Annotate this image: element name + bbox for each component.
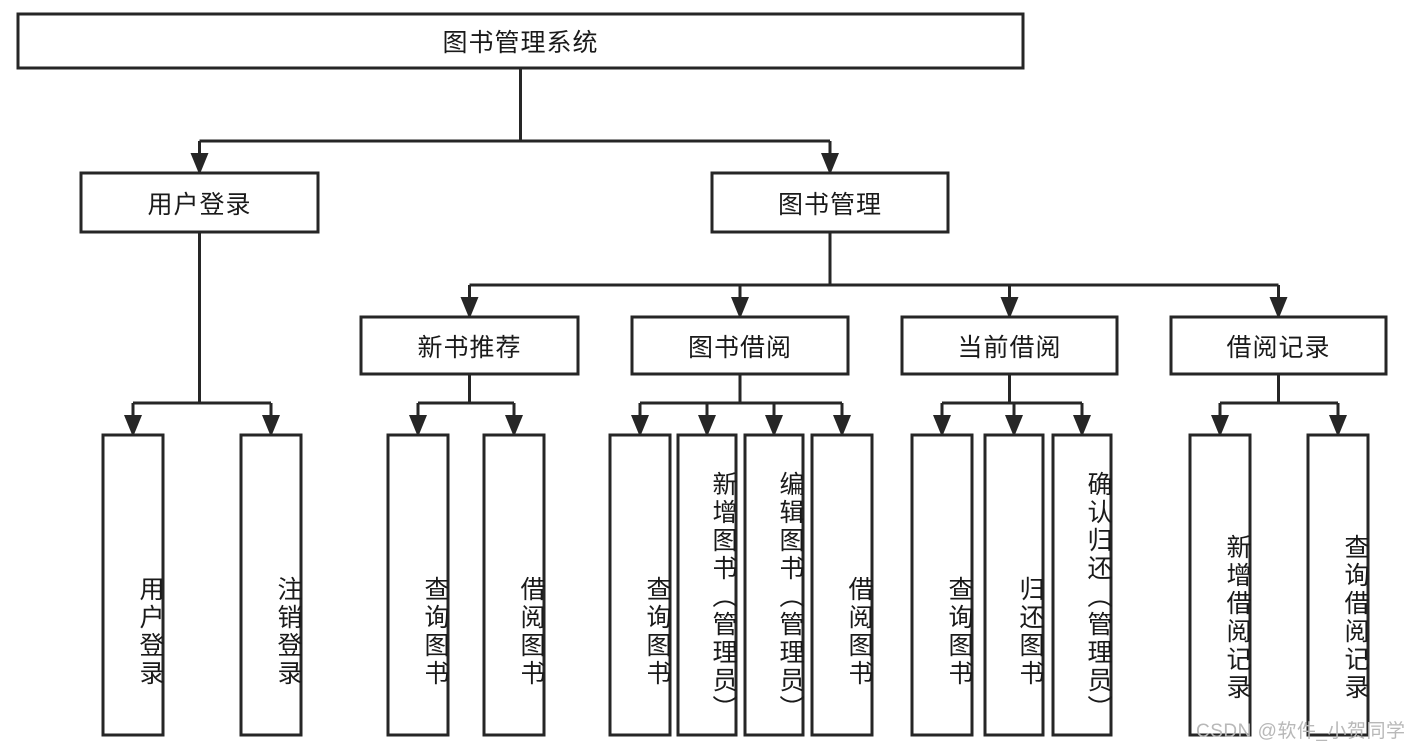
node-box-leaf-borrow-book-2[interactable] (810, 433, 874, 737)
arrow-icon-leaf-query-record (1329, 415, 1347, 437)
arrow-icon-leaf-user-logout (262, 415, 280, 437)
node-box-current-borrow[interactable] (900, 315, 1119, 376)
arrow-icon-leaf-user-login (124, 415, 142, 437)
node-box-book-manage[interactable] (710, 171, 950, 234)
node-box-leaf-add-record[interactable] (1188, 433, 1252, 737)
node-box-leaf-add-book[interactable] (676, 433, 738, 737)
node-box-leaf-borrow-book-1[interactable] (482, 433, 546, 737)
arrow-icon-leaf-query-book-1 (409, 415, 427, 437)
arrow-icon-user-login (190, 153, 209, 175)
node-box-root[interactable] (16, 12, 1025, 70)
arrow-icon-book-borrow (731, 297, 749, 319)
arrow-icon-book-manage (821, 153, 839, 175)
node-box-leaf-query-book-2[interactable] (608, 433, 672, 737)
node-box-borrow-record[interactable] (1169, 315, 1388, 376)
arrow-icon-leaf-borrow-book-1 (505, 415, 523, 437)
node-box-leaf-return-book[interactable] (983, 433, 1045, 737)
node-box-layer (16, 12, 1388, 737)
node-box-leaf-user-login[interactable] (101, 433, 165, 737)
node-box-new-book-rec[interactable] (359, 315, 580, 376)
arrow-icon-leaf-return-book (1005, 415, 1023, 437)
arrow-icon-current-borrow (1000, 297, 1019, 319)
node-box-leaf-query-book-3[interactable] (910, 433, 974, 737)
node-box-leaf-edit-book[interactable] (743, 433, 805, 737)
node-box-user-login[interactable] (79, 171, 320, 234)
arrow-icon-leaf-add-record (1211, 415, 1229, 437)
node-box-leaf-confirm-return[interactable] (1051, 433, 1113, 737)
arrow-icon-leaf-borrow-book-2 (833, 415, 851, 437)
arrow-icon-leaf-add-book (698, 415, 716, 437)
node-box-leaf-user-logout[interactable] (239, 433, 303, 737)
node-box-book-borrow[interactable] (630, 315, 850, 376)
arrow-icon-leaf-confirm-return (1073, 415, 1091, 437)
csdn-watermark: CSDN @软件_小贺同学 (1196, 721, 1405, 742)
arrow-icon-new-book-rec (460, 297, 479, 319)
arrow-icon-leaf-query-book-3 (933, 415, 951, 437)
arrow-icon-leaf-edit-book (765, 415, 783, 437)
arrow-icon-leaf-query-book-2 (631, 415, 649, 437)
node-box-leaf-query-book-1[interactable] (386, 433, 450, 737)
arrow-icon-borrow-record (1269, 297, 1288, 319)
connector-layer (124, 68, 1347, 437)
node-box-leaf-query-record[interactable] (1306, 433, 1370, 737)
